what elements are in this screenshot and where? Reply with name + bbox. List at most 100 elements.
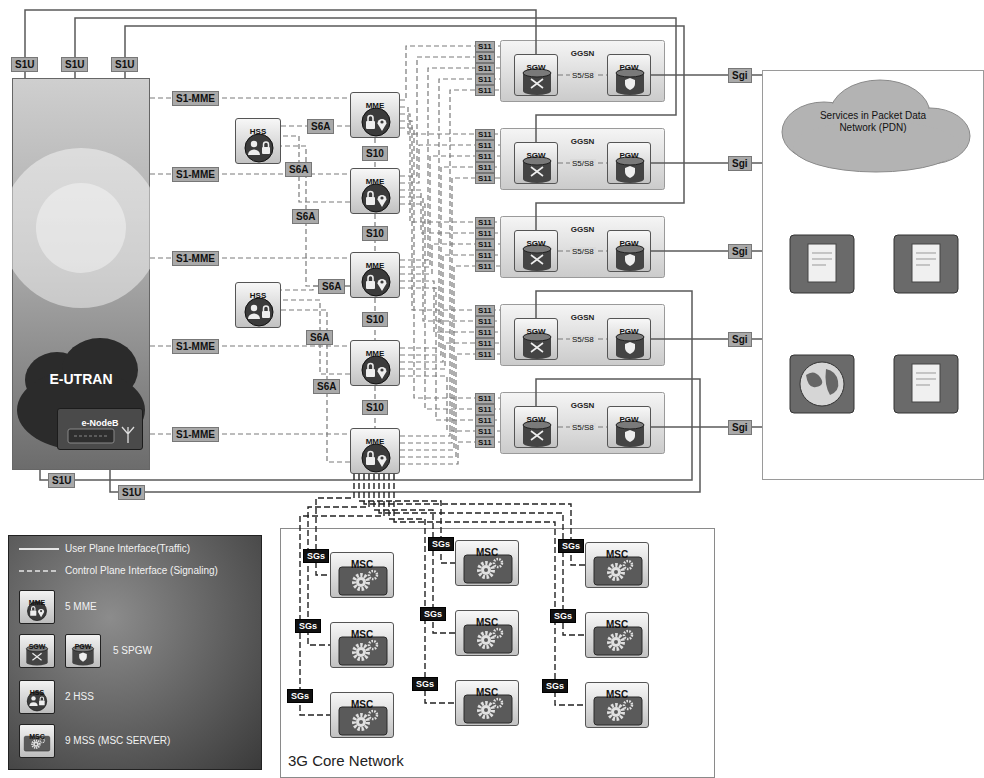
drawing-part (594, 557, 642, 585)
drawing-part (378, 195, 387, 207)
drawing-part (264, 306, 269, 311)
drawing-part (362, 444, 390, 472)
drawing-part (79, 653, 87, 662)
drawing-part (497, 632, 500, 635)
msc-node: MSC (455, 610, 519, 656)
drawing-part (625, 78, 635, 90)
icon-caption: MME (29, 599, 45, 607)
msc-legend-icon (20, 725, 54, 757)
interface-label: S11 (475, 63, 495, 74)
drawing-part (627, 564, 630, 567)
node-label: MME (366, 437, 385, 446)
node-label: GGSN (571, 401, 595, 410)
legend-icon: HSS (19, 680, 55, 714)
spgw-group-fill (501, 305, 665, 366)
drawing-part (17, 370, 145, 450)
interface-label: S10 (362, 312, 388, 327)
mme-node: MME (350, 92, 400, 138)
drawing-part (354, 645, 368, 659)
spgw-group-fill (501, 393, 665, 454)
drawing-part (366, 121, 375, 129)
sgw-icon (515, 319, 559, 361)
mme-icon (351, 341, 401, 387)
interface-label: S5/S8 (570, 335, 596, 344)
hss-legend-icon (20, 681, 54, 713)
mme-node: MME (350, 168, 400, 214)
icon-caption: PGW (75, 643, 92, 651)
drawing-part (29, 702, 37, 706)
interface-label: S11 (475, 250, 495, 261)
drawing-part (611, 567, 621, 577)
drawing-part (356, 647, 366, 657)
interface-label: S11 (475, 151, 495, 162)
drawing-part (339, 567, 387, 595)
drawing-part (380, 196, 383, 199)
access-network-panel: E-UTRANe-NodeB (12, 78, 150, 470)
drawing-part (894, 355, 958, 413)
interface-label: S1U (111, 57, 138, 72)
interface-label: S11 (475, 162, 495, 173)
drawing-part (523, 263, 551, 271)
drawing-part (481, 565, 491, 575)
legend-text: 5 SPGW (113, 645, 152, 657)
interface-label: S11 (475, 85, 495, 96)
node-label: SGW (526, 151, 545, 160)
interface-label: S1-MME (172, 427, 219, 442)
interface-label: S11 (475, 52, 495, 63)
drawing-part (894, 355, 958, 413)
drawing-part (380, 120, 383, 123)
interface-label: S11 (475, 140, 495, 151)
interface-label: S6A (285, 162, 312, 177)
interface-connector (281, 136, 350, 202)
drawing-part (484, 708, 488, 712)
node-label: MSC (476, 617, 498, 629)
drawing-part (264, 142, 269, 147)
pgw-node: PGW (607, 142, 651, 184)
drawing-part (32, 740, 39, 747)
pgw-icon (608, 319, 652, 361)
interface-label: S1-MME (172, 91, 219, 106)
node-label: MME (366, 101, 385, 110)
interface-label: S11 (475, 316, 495, 327)
msc-node: MSC (585, 612, 649, 658)
drawing-part (523, 175, 551, 183)
drawing-part (531, 431, 543, 440)
drawing-part (627, 704, 630, 707)
node-label: GGSN (571, 313, 595, 322)
interface-label: S11 (475, 239, 495, 250)
drawing-part (12, 148, 150, 308)
drawing-part (790, 235, 854, 293)
drawing-part (245, 298, 273, 326)
drawing-part (33, 742, 38, 747)
drawing-part (262, 311, 270, 318)
pgw-icon (608, 55, 652, 97)
pgw-node: PGW (607, 230, 651, 272)
interface-label: S11 (475, 173, 495, 184)
interface-label: S11 (475, 305, 495, 316)
interface-connector (400, 178, 500, 443)
interface-label: S11 (475, 415, 495, 426)
drawing-part (251, 141, 257, 147)
drawing-part (523, 439, 551, 447)
pgw-node: PGW (607, 54, 651, 96)
interface-label: Sgi (728, 420, 752, 435)
drawing-part (39, 700, 45, 705)
drawing-part (262, 147, 270, 154)
mme-icon (351, 253, 401, 299)
drawing-part (32, 607, 35, 611)
drawing-part (625, 166, 635, 178)
drawing-part (30, 610, 36, 615)
control-plane-sample (19, 570, 59, 572)
drawing-part (609, 705, 623, 719)
node-label: GGSN (571, 137, 595, 146)
drawing-part (354, 715, 368, 729)
node-label: PGW (619, 415, 638, 424)
icon-caption: MSC (29, 733, 45, 741)
interface-label: S11 (475, 338, 495, 349)
drawing-part (614, 710, 618, 714)
node-label: MME (366, 349, 385, 358)
interface-label: S1U (61, 57, 88, 72)
interface-label: SGs (287, 689, 313, 703)
drawing-part (339, 637, 387, 665)
node-label: GGSN (571, 49, 595, 58)
